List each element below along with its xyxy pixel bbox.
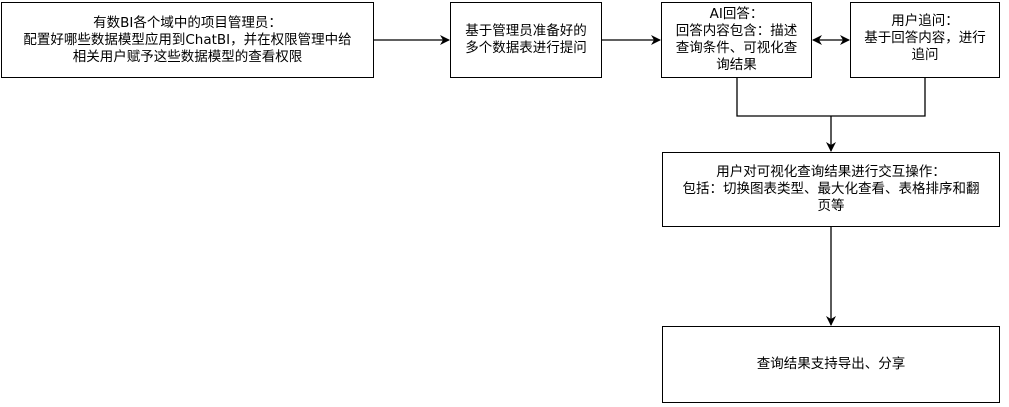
edge-answer-merge xyxy=(736,78,926,117)
interaction-line-3: 页等 xyxy=(817,198,845,214)
ai-answer-line-1: AI回答： xyxy=(709,6,764,22)
admin-config-line-2: 配置好哪些数据模型应用到ChatBI，并在权限管理中给 xyxy=(23,31,352,48)
ai-answer-line-3: 查询条件、可视化查 xyxy=(675,40,798,56)
user-followup-line-2: 基于回答内容，进行 xyxy=(864,30,986,46)
ask-question-node: 基于管理员准备好的 多个数据表进行提问 xyxy=(450,2,602,78)
admin-config-line-3: 相关用户赋予这些数据模型的查看权限 xyxy=(72,48,303,65)
user-followup-node: 用户追问： 基于回答内容，进行 追问 xyxy=(850,2,1000,78)
user-followup-line-1: 用户追问： xyxy=(891,13,959,29)
ask-question-line-1: 基于管理员准备好的 xyxy=(465,23,587,39)
ai-answer-line-4: 询结果 xyxy=(716,57,757,73)
interaction-line-1: 用户对可视化查询结果进行交互操作： xyxy=(716,164,946,180)
admin-config-line-1: 有数BI各个域中的项目管理员： xyxy=(93,14,282,31)
export-share-line-1: 查询结果支持导出、分享 xyxy=(756,356,906,372)
ask-question-line-2: 多个数据表进行提问 xyxy=(465,40,587,56)
admin-config-node: 有数BI各个域中的项目管理员： 配置好哪些数据模型应用到ChatBI，并在权限管… xyxy=(1,2,374,78)
user-followup-line-3: 追问 xyxy=(911,47,939,63)
ai-answer-node: AI回答： 回答内容包含：描述 查询条件、可视化查 询结果 xyxy=(661,2,812,78)
ai-answer-line-2: 回答内容包含：描述 xyxy=(675,23,798,39)
interaction-node: 用户对可视化查询结果进行交互操作： 包括：切换图表类型、最大化查看、表格排序和翻… xyxy=(662,152,1000,227)
export-share-node: 查询结果支持导出、分享 xyxy=(662,326,1000,403)
interaction-line-2: 包括：切换图表类型、最大化查看、表格排序和翻 xyxy=(682,181,980,197)
